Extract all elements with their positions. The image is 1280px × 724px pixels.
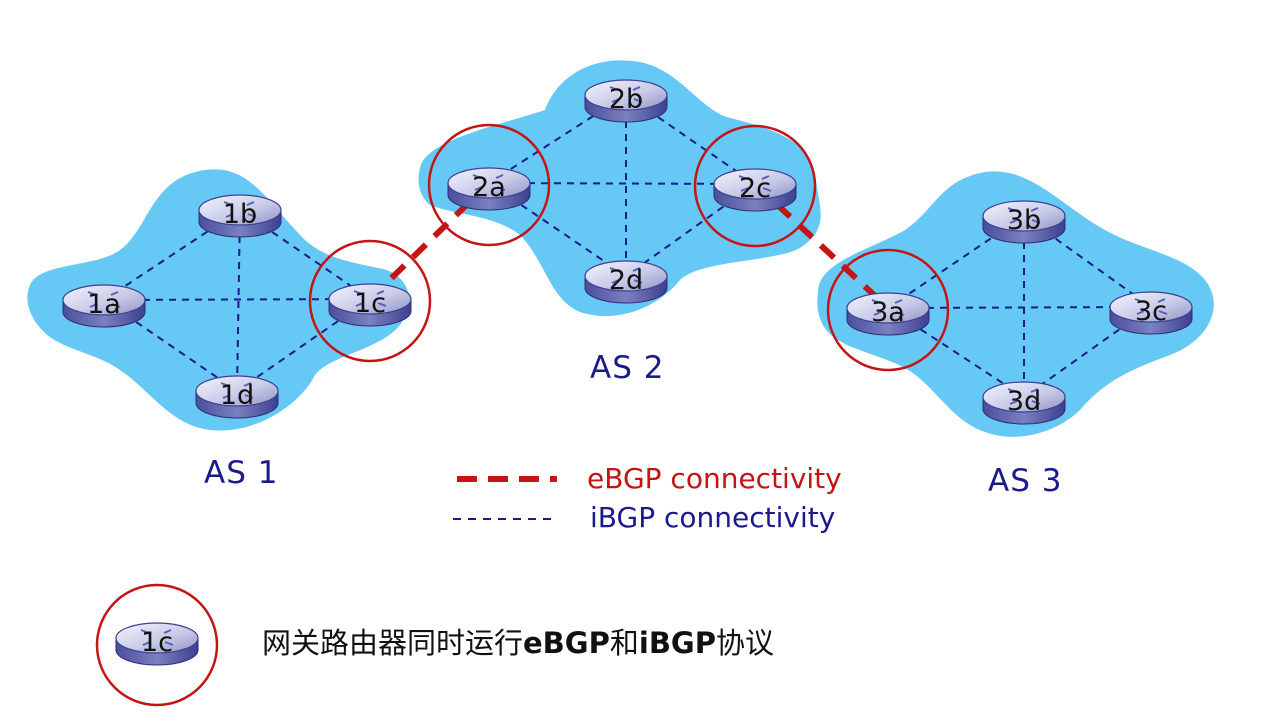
router-2b: 2b — [584, 79, 668, 123]
note-text-ibgp: iBGP — [638, 626, 716, 660]
as3-label: AS 3 — [988, 463, 1062, 499]
router-top — [713, 168, 797, 200]
router-arrows-icon — [738, 175, 772, 192]
router-top — [195, 375, 279, 407]
router-label: 3d — [1007, 386, 1041, 417]
ibgp-link-1b-1d — [236, 209, 241, 392]
router-label: 3b — [1007, 205, 1041, 236]
router-arrows-icon — [87, 291, 121, 308]
router-arrows-icon — [1007, 388, 1041, 405]
legend-ebgp-label: eBGP connectivity — [587, 462, 842, 495]
note-text-part2: 和 — [609, 626, 639, 660]
router-top — [584, 260, 668, 292]
router-arrows-icon — [223, 201, 257, 218]
gateway-circles — [308, 123, 950, 372]
router-label: 1a — [87, 289, 121, 320]
note-router-icon: 1c — [115, 622, 199, 666]
router-top — [1109, 291, 1193, 323]
note-gateway-circle — [95, 583, 219, 707]
router-top — [982, 200, 1066, 232]
router-label: 3c — [1135, 296, 1167, 327]
as1-cloud — [27, 169, 410, 431]
router-top — [115, 622, 199, 654]
router-arrows-icon — [609, 267, 643, 284]
router-2d: 2d — [584, 260, 668, 304]
router-arrows-icon — [1134, 298, 1168, 315]
router-top — [982, 381, 1066, 413]
router-top — [328, 283, 412, 315]
router-arrows-icon — [472, 174, 506, 191]
router-2c: 2c — [713, 168, 797, 212]
router-3c: 3c — [1109, 291, 1193, 335]
gateway-circle-3a — [826, 248, 950, 372]
router-top — [447, 167, 531, 199]
ibgp-link-1a-1c — [103, 298, 371, 301]
note-text-part1: 网关路由器同时运行 — [262, 626, 524, 660]
router-label: 2c — [739, 173, 771, 204]
router-label: 2a — [472, 172, 506, 203]
router-arrows-icon — [609, 86, 643, 103]
router-arrows-icon — [220, 382, 254, 399]
router-label: 1c — [141, 627, 173, 658]
router-1d: 1d — [195, 375, 279, 419]
as2-cloud — [418, 60, 821, 317]
router-3a: 3a — [846, 292, 930, 336]
router-top — [198, 194, 282, 226]
router-1b: 1b — [198, 194, 282, 238]
router-arrows-icon — [353, 290, 387, 307]
note-text-part3: 协议 — [715, 626, 774, 660]
as2-label: AS 2 — [590, 350, 664, 386]
router-label: 1d — [220, 380, 254, 411]
router-top — [62, 284, 146, 316]
router-1c: 1c — [328, 283, 412, 327]
note-text-ebgp: eBGP — [523, 626, 610, 660]
router-2a: 2a — [447, 167, 531, 211]
legend: eBGP connectivity iBGP connectivity — [453, 462, 842, 534]
router-arrows-icon — [1007, 207, 1041, 224]
router-arrows-icon — [140, 629, 174, 646]
router-arrows-icon — [871, 299, 905, 316]
router-label: 2d — [609, 265, 643, 296]
note-gateway-router: 1c — [95, 583, 219, 707]
router-3b: 3b — [982, 200, 1066, 244]
router-1a: 1a — [62, 284, 146, 328]
router-label: 3a — [871, 297, 905, 328]
router-top — [584, 79, 668, 111]
as3-cloud — [817, 171, 1214, 437]
router-label: 1c — [354, 288, 386, 319]
ibgp-link-3a-3c — [887, 306, 1152, 309]
gateway-note: 网关路由器同时运行eBGP和iBGP协议 — [262, 620, 774, 662]
legend-ibgp-label: iBGP connectivity — [590, 501, 835, 534]
gateway-circle-2a — [427, 123, 551, 247]
ibgp-link-2a-2c — [488, 182, 756, 185]
as1-label: AS 1 — [204, 455, 278, 491]
gateway-circle-1c — [308, 239, 432, 363]
router-label: 2b — [609, 84, 643, 115]
router-top — [846, 292, 930, 324]
router-3d: 3d — [982, 381, 1066, 425]
gateway-circle-2c — [693, 124, 817, 248]
routers-layer: 1a 1b 1c 1d 2a 2b 2c 2d 3a 3b 3c 3d — [62, 79, 1193, 425]
router-label: 1b — [223, 199, 257, 230]
